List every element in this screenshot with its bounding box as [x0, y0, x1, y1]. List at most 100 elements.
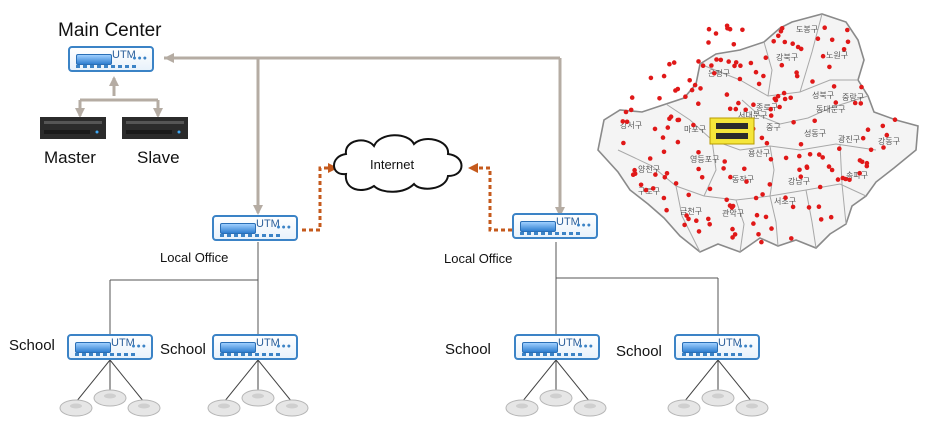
- location-marker: [728, 174, 733, 180]
- location-marker: [667, 61, 672, 67]
- location-marker: [777, 104, 782, 110]
- location-marker: [841, 47, 847, 52]
- district-label: 서초구: [774, 197, 796, 206]
- location-marker: [724, 92, 730, 97]
- district-label: 관악구: [722, 208, 744, 218]
- location-marker: [643, 187, 649, 193]
- location-marker: [667, 116, 672, 121]
- school-utm-1: UTM●●●: [67, 334, 153, 360]
- district-label: 영등포구: [690, 154, 719, 164]
- internet-links: [302, 163, 512, 232]
- location-marker: [698, 86, 703, 91]
- district-label: 광진구: [838, 134, 860, 144]
- school-utm-2: UTM●●●: [212, 334, 298, 360]
- location-marker: [657, 96, 662, 101]
- school-label-2: School: [160, 341, 206, 358]
- location-marker: [696, 166, 701, 172]
- district-label: 양천구: [638, 164, 660, 174]
- internet-label: Internet: [370, 157, 415, 172]
- location-marker: [810, 79, 815, 84]
- location-marker: [822, 25, 827, 31]
- location-marker: [737, 76, 743, 82]
- location-marker: [706, 216, 711, 222]
- location-marker: [892, 117, 898, 122]
- location-marker: [756, 232, 761, 237]
- location-marker: [881, 145, 886, 150]
- location-marker: [712, 71, 717, 76]
- location-marker: [852, 100, 858, 106]
- school-label-3: School: [445, 341, 491, 358]
- district-label: 송파구: [846, 171, 868, 180]
- location-marker: [791, 120, 796, 125]
- location-marker: [748, 60, 754, 66]
- location-marker: [790, 41, 795, 46]
- location-marker: [724, 197, 729, 203]
- location-marker: [687, 78, 692, 83]
- district-label: 구로구: [638, 187, 660, 196]
- location-marker: [700, 63, 706, 68]
- location-marker: [829, 167, 835, 173]
- location-marker: [790, 204, 796, 210]
- location-marker: [689, 87, 695, 93]
- location-marker: [845, 39, 851, 45]
- district-label: 도봉구: [796, 25, 818, 34]
- district-label: 강동구: [878, 136, 900, 146]
- location-marker: [751, 221, 756, 226]
- location-marker: [807, 152, 813, 157]
- location-marker: [653, 172, 658, 177]
- location-marker: [865, 127, 871, 132]
- location-marker: [772, 96, 778, 102]
- location-marker: [798, 46, 804, 52]
- location-marker: [783, 195, 788, 200]
- location-marker: [768, 106, 773, 112]
- location-marker: [726, 59, 731, 64]
- location-marker: [661, 73, 667, 79]
- location-marker: [768, 157, 774, 162]
- location-marker: [782, 39, 788, 45]
- location-marker: [857, 170, 862, 176]
- location-marker: [827, 64, 832, 70]
- slave-label: Slave: [137, 148, 180, 167]
- location-marker: [675, 86, 681, 92]
- location-marker: [675, 117, 680, 123]
- utm-device-label: UTM: [718, 337, 742, 349]
- location-marker: [661, 195, 667, 201]
- location-marker: [660, 135, 666, 140]
- location-marker: [779, 62, 785, 68]
- location-marker: [709, 63, 714, 68]
- location-marker: [812, 118, 817, 124]
- district-label: 금천구: [680, 206, 702, 216]
- location-marker: [804, 164, 810, 169]
- location-marker: [671, 60, 677, 65]
- location-marker: [828, 214, 834, 220]
- location-marker: [744, 179, 749, 184]
- location-marker: [759, 135, 765, 141]
- main-center-utm: UTM●●●: [68, 46, 154, 72]
- location-marker: [775, 93, 781, 99]
- location-marker: [718, 57, 724, 63]
- location-marker: [740, 27, 745, 33]
- location-marker: [696, 229, 702, 234]
- location-marker: [797, 167, 802, 173]
- location-marker: [699, 175, 705, 180]
- location-marker: [721, 166, 726, 171]
- location-marker: [826, 164, 832, 169]
- school-links: [109, 242, 719, 334]
- location-marker: [815, 36, 821, 41]
- district-label: 은평구: [708, 68, 730, 78]
- location-marker: [707, 222, 712, 227]
- location-marker: [727, 106, 733, 112]
- location-marker: [725, 26, 730, 31]
- location-marker: [628, 107, 634, 113]
- location-marker: [629, 95, 635, 100]
- location-marker: [743, 107, 748, 113]
- location-marker: [781, 90, 787, 96]
- district-label: 성동구: [804, 129, 826, 138]
- school-label-4: School: [616, 343, 662, 360]
- location-marker: [707, 186, 713, 192]
- location-marker: [738, 63, 743, 68]
- location-marker: [771, 39, 776, 44]
- location-marker: [683, 94, 688, 99]
